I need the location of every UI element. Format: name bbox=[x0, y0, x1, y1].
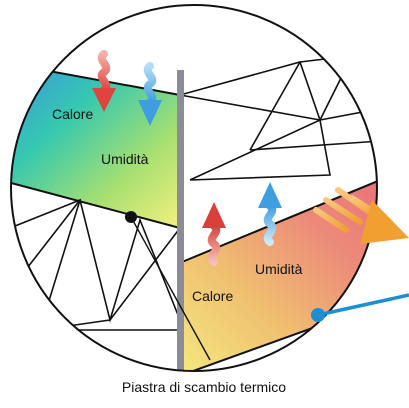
heat-arrow-up-icon bbox=[202, 202, 226, 266]
exhaust-arrow-icon bbox=[313, 187, 409, 244]
circle-content bbox=[11, 39, 377, 371]
humidity-arrow-up-icon bbox=[258, 182, 282, 246]
upper-heat-label: Calore bbox=[52, 106, 93, 122]
blue-pointer bbox=[311, 293, 409, 322]
upper-humidity-label: Umidità bbox=[101, 151, 149, 167]
upper-air-zone bbox=[11, 62, 180, 228]
heat-exchange-plate bbox=[177, 70, 184, 371]
heat-arrow-down-icon bbox=[92, 50, 116, 112]
circle-outline bbox=[10, 4, 378, 372]
plate-pointer bbox=[125, 211, 211, 361]
plate-caption: Piastra di scambio termico bbox=[122, 379, 286, 395]
humidity-arrow-down-icon bbox=[138, 62, 162, 126]
lower-heat-label: Calore bbox=[192, 288, 233, 304]
lower-humidity-label: Umidità bbox=[255, 261, 303, 277]
